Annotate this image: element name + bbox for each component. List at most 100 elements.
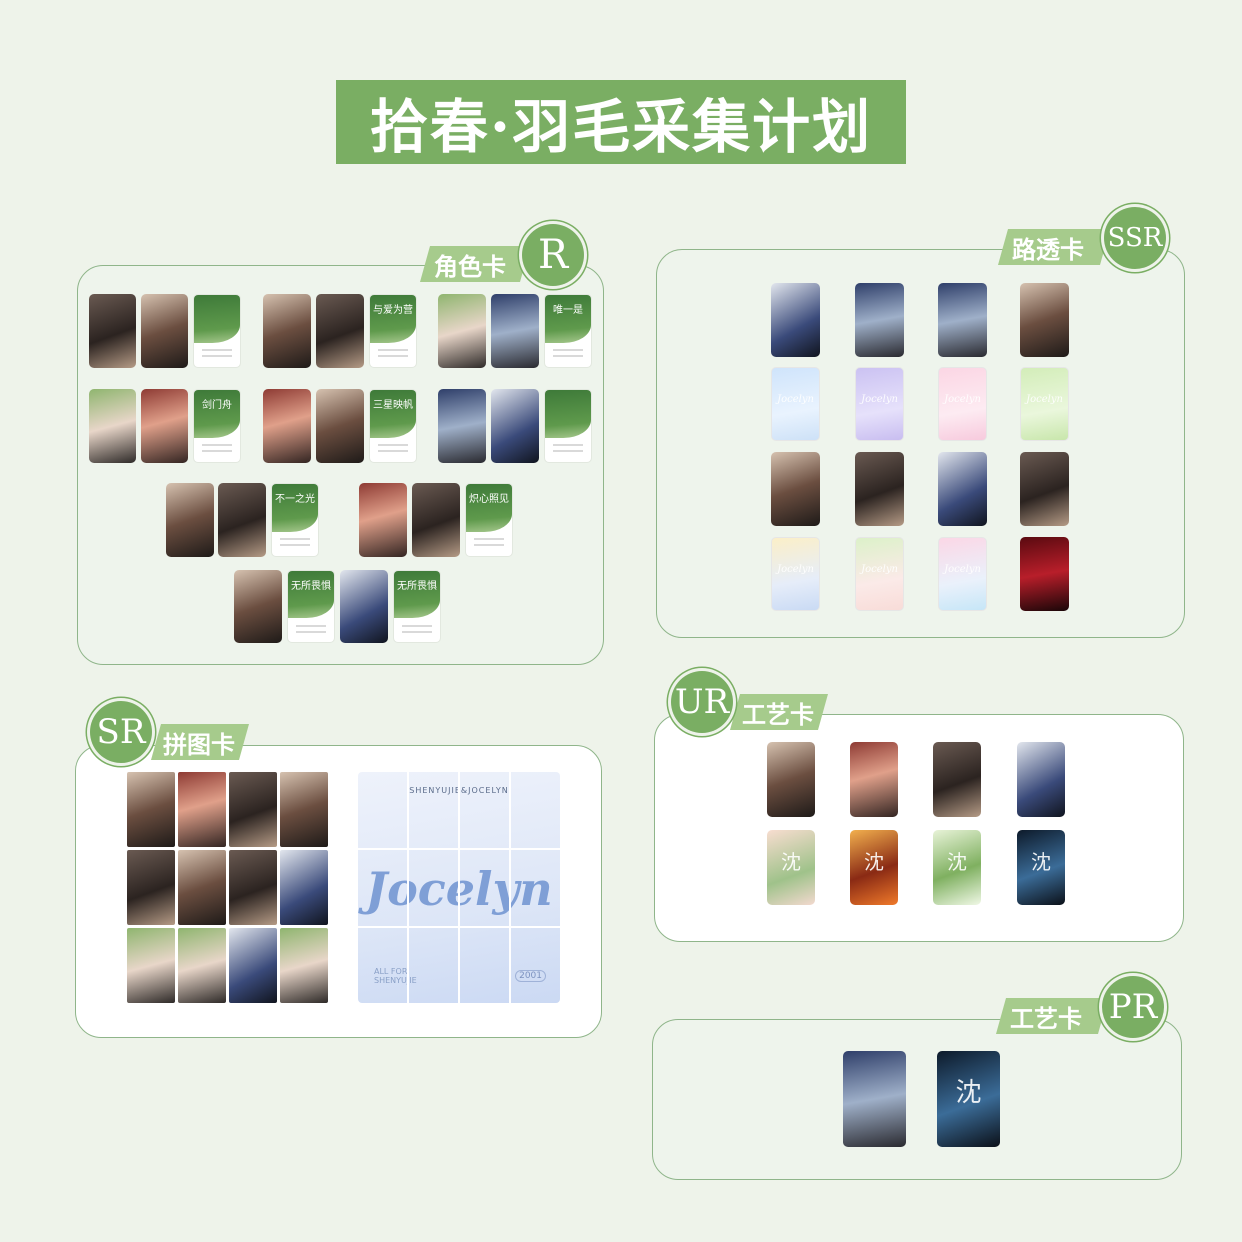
role-photo xyxy=(316,294,364,368)
puzzle-photo xyxy=(178,928,226,1003)
role-photo xyxy=(218,483,266,557)
role-photo xyxy=(412,483,460,557)
role-photo xyxy=(340,570,388,643)
role-photo xyxy=(316,389,364,463)
candid-photo xyxy=(855,283,904,357)
jocelyn-puzzle: SHENYUJIE&JOCELYN Jocelyn ALL FORSHENYUJ… xyxy=(358,772,560,1003)
craft-card: 沈 xyxy=(767,830,815,905)
puzzle-year: 2001 xyxy=(515,970,546,982)
sr-ribbon: 拼图卡 xyxy=(151,724,249,760)
craft-glyph: 沈 xyxy=(955,1078,982,1108)
puzzle-photo xyxy=(127,772,175,847)
role-photo xyxy=(438,294,486,368)
pr-ribbon: 工艺卡 xyxy=(996,998,1108,1034)
pr-craft-card: 沈 xyxy=(937,1051,1000,1147)
ssr-ribbon: 路透卡 xyxy=(998,229,1110,265)
ur-rank-seal: UR xyxy=(671,671,733,733)
role-title-card: 三星映帆 xyxy=(369,389,417,463)
candid-photo xyxy=(771,452,820,526)
candid-photo xyxy=(1020,283,1069,357)
jocelyn-text: Jocelyn xyxy=(777,564,814,575)
role-title-card: 不一之光 xyxy=(271,483,319,557)
role-title: 无所畏惧 xyxy=(291,581,331,592)
craft-photo xyxy=(767,742,815,817)
r-rank-seal: R xyxy=(522,224,584,286)
jocelyn-text: Jocelyn xyxy=(944,564,981,575)
sr-rank-seal: SR xyxy=(90,701,152,763)
role-photo xyxy=(438,389,486,463)
role-title-card: 炽心照见 xyxy=(465,483,513,557)
craft-glyph: 沈 xyxy=(947,850,967,874)
role-photo xyxy=(263,389,311,463)
puzzle-photo xyxy=(229,772,277,847)
jocelyn-text: Jocelyn xyxy=(861,564,898,575)
puzzle-photo xyxy=(127,928,175,1003)
role-photo xyxy=(263,294,311,368)
role-title-card: 无所畏惧 xyxy=(287,570,335,643)
craft-photo xyxy=(850,742,898,817)
craft-photo xyxy=(1017,742,1065,817)
role-photo xyxy=(141,389,188,463)
craft-glyph: 沈 xyxy=(1031,850,1051,874)
jocelyn-card: Jocelyn xyxy=(855,367,904,441)
role-title: 唯一是 xyxy=(553,305,583,316)
page-title: 拾春·羽毛采集计划 xyxy=(336,80,906,164)
jocelyn-text: Jocelyn xyxy=(1026,394,1063,405)
role-title: 剑门舟 xyxy=(202,400,232,411)
puzzle-photo xyxy=(280,772,328,847)
ssr-rank-seal: SSR xyxy=(1104,207,1166,269)
role-photo xyxy=(359,483,407,557)
craft-glyph: 沈 xyxy=(781,850,801,874)
role-photo xyxy=(141,294,188,368)
craft-photo xyxy=(933,742,981,817)
candid-photo xyxy=(771,283,820,357)
craft-card: 沈 xyxy=(1017,830,1065,905)
jocelyn-card: Jocelyn xyxy=(938,367,987,441)
role-photo xyxy=(234,570,282,643)
craft-card: 沈 xyxy=(933,830,981,905)
pr-photo xyxy=(843,1051,906,1147)
puzzle-photo xyxy=(178,850,226,925)
jocelyn-text: Jocelyn xyxy=(861,394,898,405)
candid-photo xyxy=(855,452,904,526)
role-photo xyxy=(89,389,136,463)
role-title-card: 与爱为营 xyxy=(369,294,417,368)
craft-card: 沈 xyxy=(850,830,898,905)
pr-panel xyxy=(652,1019,1182,1180)
role-title: 炽心照见 xyxy=(469,494,509,505)
jocelyn-card: Jocelyn xyxy=(938,537,987,611)
craft-glyph: 沈 xyxy=(864,850,884,874)
jocelyn-card: Jocelyn xyxy=(1020,367,1069,441)
dragon-card xyxy=(1020,537,1069,611)
ur-ribbon: 工艺卡 xyxy=(730,694,828,730)
role-photo xyxy=(491,294,539,368)
role-title-card: 剑门舟 xyxy=(193,389,241,463)
puzzle-photo xyxy=(229,850,277,925)
jocelyn-card: Jocelyn xyxy=(771,537,820,611)
candid-photo xyxy=(938,283,987,357)
ur-panel xyxy=(654,714,1184,942)
role-title-card: 唯一是 xyxy=(544,294,592,368)
role-photo xyxy=(491,389,539,463)
candid-photo xyxy=(938,452,987,526)
role-title-card: 无所畏惧 xyxy=(393,570,441,643)
jocelyn-text: Jocelyn xyxy=(944,394,981,405)
role-title-card xyxy=(193,294,241,368)
role-title-card xyxy=(544,389,592,463)
role-photo xyxy=(166,483,214,557)
pr-rank-seal: PR xyxy=(1102,976,1164,1038)
role-photo xyxy=(89,294,136,368)
puzzle-photo xyxy=(280,928,328,1003)
puzzle-photo xyxy=(229,928,277,1003)
puzzle-photo xyxy=(280,850,328,925)
r-ribbon: 角色卡 xyxy=(420,246,530,282)
jocelyn-card: Jocelyn xyxy=(855,537,904,611)
role-title: 三星映帆 xyxy=(373,400,413,411)
role-title: 不一之光 xyxy=(275,494,315,505)
jocelyn-card: Jocelyn xyxy=(771,367,820,441)
role-title: 无所畏惧 xyxy=(397,581,437,592)
puzzle-photo xyxy=(178,772,226,847)
jocelyn-text: Jocelyn xyxy=(777,394,814,405)
candid-photo xyxy=(1020,452,1069,526)
